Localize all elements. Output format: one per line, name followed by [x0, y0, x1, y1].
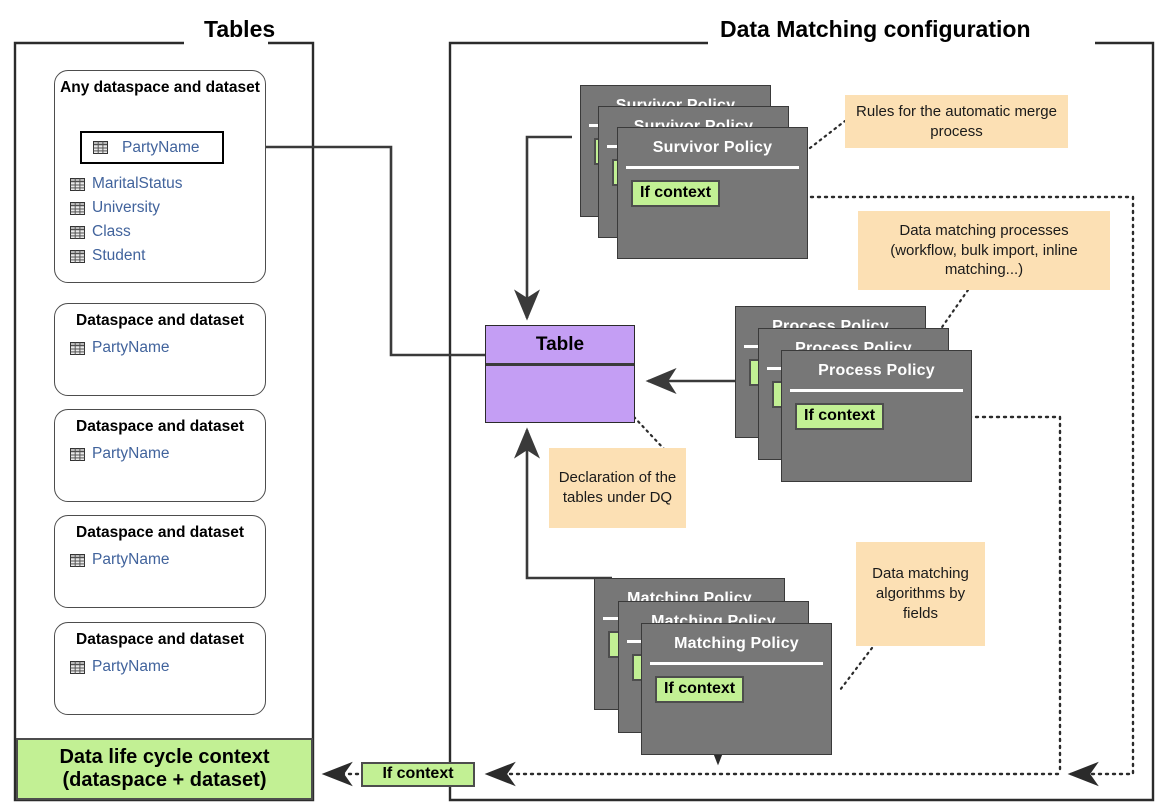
table-icon	[70, 660, 85, 674]
dataspace-group-1[interactable]: Dataspace and dataset PartyName	[54, 303, 266, 396]
table-icon	[70, 341, 85, 355]
if-context-chip[interactable]: If context	[795, 403, 885, 430]
dataspace-group-title: Dataspace and dataset	[76, 312, 244, 329]
dataspace-group-2[interactable]: Dataspace and dataset PartyName	[54, 409, 266, 502]
leader-merge-rules	[808, 119, 847, 150]
matching-policy-card-front[interactable]: Matching Policy If context	[641, 623, 832, 755]
survivor-policy-title: Survivor Policy	[652, 139, 773, 156]
table-item-label: Class	[92, 223, 131, 240]
table-node[interactable]: Table	[485, 325, 635, 423]
table-item-label: PartyName	[122, 138, 200, 156]
card-divider	[790, 389, 963, 392]
bottom-if-context-chip[interactable]: If context	[361, 762, 475, 787]
process-policy-card-front[interactable]: Process Policy If context	[781, 350, 972, 482]
table-item-label: PartyName	[92, 339, 170, 357]
table-item-partyname[interactable]: PartyName	[55, 551, 265, 569]
matching-policy-title: Matching Policy	[674, 635, 799, 652]
data-life-cycle-context-box[interactable]: Data life cycle context (dataspace + dat…	[16, 738, 313, 800]
table-item-label: MaritalStatus	[92, 175, 183, 192]
table-item-label: PartyName	[92, 658, 170, 676]
survivor-policy-card-front[interactable]: Survivor Policy If context	[617, 127, 808, 259]
callout-dm-processes: Data matching processes (workflow, bulk …	[858, 211, 1110, 290]
table-icon	[70, 177, 85, 191]
dataspace-group-4[interactable]: Dataspace and dataset PartyName	[54, 622, 266, 715]
table-icon	[70, 553, 85, 567]
leader-declaration	[632, 415, 666, 451]
if-context-chip[interactable]: If context	[655, 676, 745, 703]
card-divider	[626, 166, 799, 169]
tables-frame-title: Tables	[196, 18, 284, 41]
table-item-partyname[interactable]: PartyName	[55, 445, 265, 463]
table-item-partyname[interactable]: PartyName	[55, 339, 265, 357]
data-matching-frame-title: Data Matching configuration	[712, 18, 1039, 41]
dataspace-group-3[interactable]: Dataspace and dataset PartyName	[54, 515, 266, 608]
dataspace-group-title: Dataspace and dataset	[76, 631, 244, 648]
table-item-partyname[interactable]: PartyName	[55, 658, 265, 676]
table-node-label: Table	[486, 326, 634, 366]
dataspace-group-title: Dataspace and dataset	[76, 524, 244, 541]
table-item-university[interactable]: University	[55, 199, 265, 217]
table-item-partyname-selected[interactable]: PartyName	[80, 131, 224, 164]
callout-algorithms: Data matching algorithms by fields	[856, 542, 985, 646]
callout-declaration: Declaration of the tables under DQ	[549, 448, 686, 528]
leader-dm-processes	[938, 288, 970, 332]
card-divider	[650, 662, 823, 665]
link-partyname-table	[231, 134, 629, 357]
table-icon	[70, 447, 85, 461]
table-item-label: Student	[92, 247, 146, 264]
dataspace-group-0[interactable]: Any dataspace and dataset PartyName	[54, 70, 266, 283]
table-icon	[70, 249, 85, 263]
table-item-label: PartyName	[92, 551, 170, 569]
dataspace-group-title: Dataspace and dataset	[76, 418, 244, 435]
callout-merge-rules: Rules for the automatic merge process	[845, 95, 1068, 148]
table-icon	[93, 141, 108, 154]
table-item-maritalstatus[interactable]: MaritalStatus	[55, 175, 265, 193]
table-icon	[70, 201, 85, 215]
table-item-label: PartyName	[92, 445, 170, 463]
process-policy-title: Process Policy	[818, 362, 935, 379]
link-survivor-table	[514, 135, 572, 321]
table-item-label: University	[92, 199, 161, 216]
table-item-student[interactable]: Student	[55, 247, 265, 265]
table-item-class[interactable]: Class	[55, 223, 265, 241]
table-icon	[70, 225, 85, 239]
if-context-chip[interactable]: If context	[631, 180, 721, 207]
dataspace-group-title: Any dataspace and dataset	[60, 79, 260, 96]
leader-algorithms	[838, 646, 874, 692]
